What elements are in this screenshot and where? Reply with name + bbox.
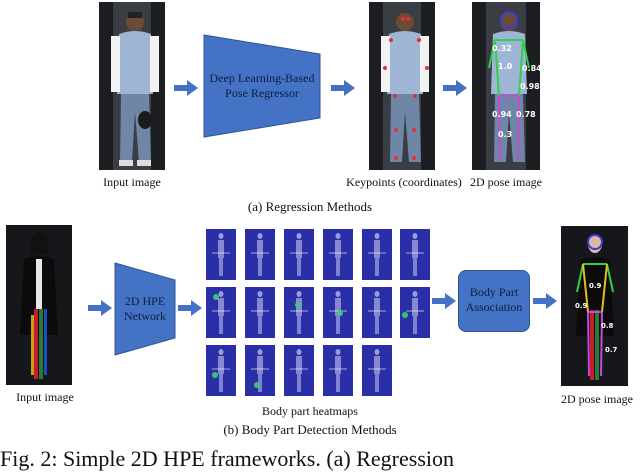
pose-a-score-7: 0.3 bbox=[498, 130, 513, 139]
input-image-b bbox=[6, 225, 72, 385]
keypoints-label: Keypoints (coordinates) bbox=[346, 175, 462, 189]
pose-image-a-label: 2D pose image bbox=[470, 175, 542, 189]
heatmap-thumbnail bbox=[206, 229, 236, 280]
pose-regressor-node bbox=[203, 34, 321, 138]
pose-b-score-1: 0.9 bbox=[589, 282, 602, 290]
pose-b-score-4: 0.7 bbox=[605, 346, 618, 354]
input-image-a-label: Input image bbox=[103, 175, 161, 189]
pose-image-b: 0.9 0.9 0.8 0.7 bbox=[561, 226, 628, 386]
pose-a-score-6: 0.94 bbox=[492, 110, 512, 119]
pose-a-score-3: 0.84 bbox=[522, 64, 540, 73]
pose-a-score-5: 0.78 bbox=[516, 110, 536, 119]
pose-b-score-2: 0.9 bbox=[575, 302, 588, 310]
heatmap-thumbnail bbox=[362, 345, 392, 396]
figure-caption: Fig. 2: Simple 2D HPE frameworks. (a) Re… bbox=[0, 446, 454, 471]
pose-a-score-1: 0.32 bbox=[492, 44, 512, 53]
heatmap-thumbnail bbox=[206, 287, 236, 338]
heatmap-thumbnail bbox=[206, 345, 236, 396]
heatmap-thumbnail bbox=[284, 229, 314, 280]
input-image-a bbox=[99, 2, 165, 170]
heatmap-thumbnail bbox=[245, 229, 275, 280]
hpe-network-node bbox=[114, 262, 176, 356]
heatmap-thumbnail bbox=[245, 345, 275, 396]
regressor-line-1: Deep Learning-Based bbox=[209, 71, 315, 85]
network-line-2: Network bbox=[124, 309, 166, 323]
heatmap-thumbnail bbox=[323, 345, 353, 396]
arrow-b4 bbox=[533, 293, 557, 309]
arrow-a3 bbox=[443, 80, 467, 96]
heatmap-thumbnail bbox=[400, 287, 430, 338]
heatmap-thumbnail bbox=[400, 229, 430, 280]
heatmap-thumbnail bbox=[284, 345, 314, 396]
regressor-line-2: Pose Regressor bbox=[225, 86, 299, 100]
pose-image-a: 0.32 1.0 0.84 0.98 0.78 0.94 0.3 bbox=[472, 2, 540, 170]
input-image-b-label: Input image bbox=[16, 390, 74, 404]
heatmap-thumbnail bbox=[245, 287, 275, 338]
heatmap-thumbnail bbox=[362, 229, 392, 280]
heatmap-thumbnail bbox=[323, 229, 353, 280]
keypoints-image bbox=[369, 2, 435, 170]
heatmap-thumbnail bbox=[284, 287, 314, 338]
arrow-b3 bbox=[432, 293, 456, 309]
network-line-1: 2D HPE bbox=[124, 294, 166, 308]
arrow-b1 bbox=[88, 300, 112, 316]
association-line-1: Body Part bbox=[469, 285, 519, 299]
pose-a-score-2: 1.0 bbox=[498, 62, 513, 71]
pose-image-b-label: 2D pose image bbox=[561, 392, 633, 406]
arrow-a2 bbox=[331, 80, 355, 96]
pose-a-score-4: 0.98 bbox=[520, 82, 540, 91]
section-b-caption: (b) Body Part Detection Methods bbox=[223, 422, 397, 437]
arrow-b2 bbox=[178, 300, 202, 316]
association-line-2: Association bbox=[465, 300, 523, 314]
heatmap-thumbnail bbox=[362, 287, 392, 338]
section-a-caption: (a) Regression Methods bbox=[247, 199, 373, 214]
heatmap-thumbnail bbox=[323, 287, 353, 338]
heatmaps-label: Body part heatmaps bbox=[262, 404, 358, 418]
body-part-association-node bbox=[458, 270, 530, 332]
pose-b-score-3: 0.8 bbox=[601, 322, 614, 330]
arrow-a1 bbox=[174, 80, 198, 96]
